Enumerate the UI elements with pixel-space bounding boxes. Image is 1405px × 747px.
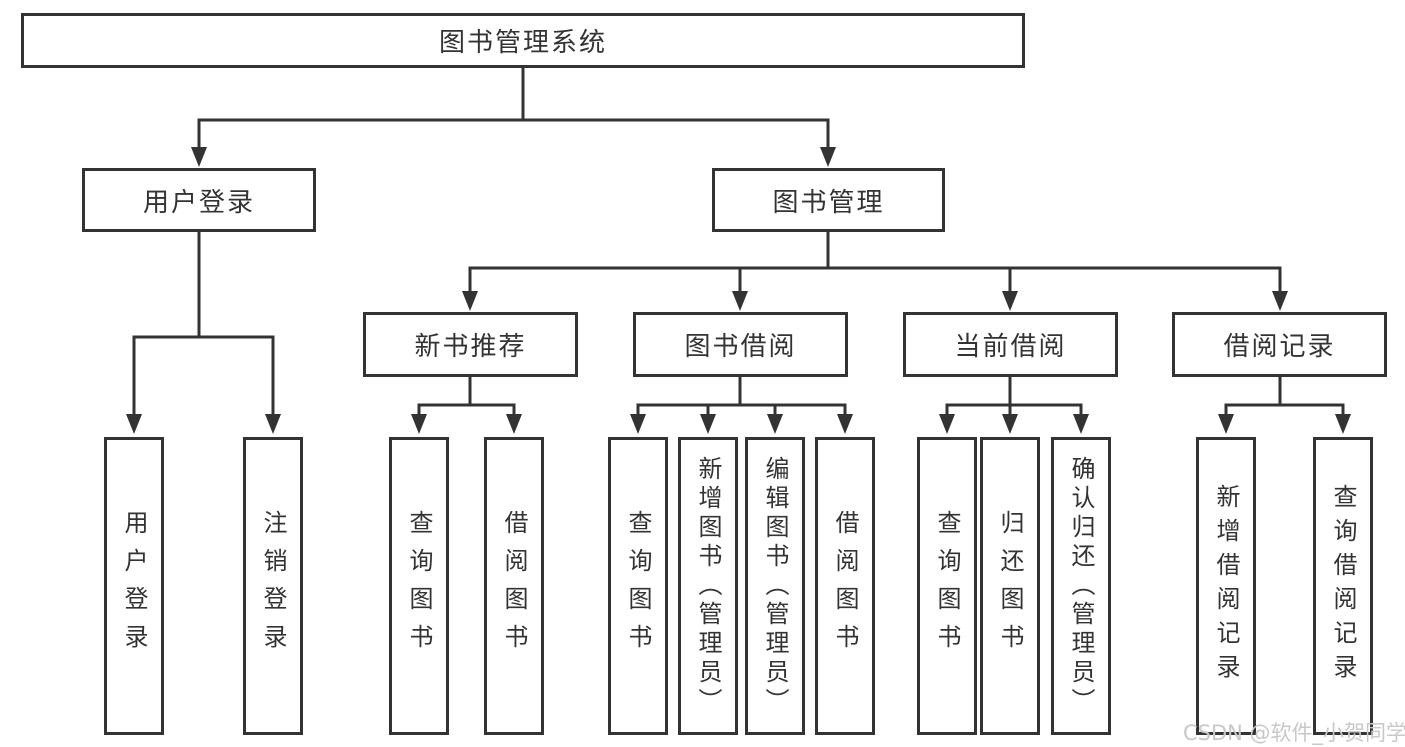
node-borrowing-records: 借阅记录 bbox=[1172, 312, 1387, 377]
leaf-add-book-admin: 新增图书（管理员） bbox=[678, 437, 738, 735]
leaf-logout: 注销登录 bbox=[243, 437, 303, 735]
leaf-borrow-books-borrow: 借阅图书 bbox=[815, 437, 875, 735]
node-user-login: 用户登录 bbox=[82, 168, 316, 232]
leaf-query-books-current: 查询图书 bbox=[917, 437, 977, 735]
node-book-management: 图书管理 bbox=[712, 168, 945, 232]
leaf-add-borrow-record: 新增借阅记录 bbox=[1196, 437, 1256, 735]
node-new-book-recommendation: 新书推荐 bbox=[363, 312, 578, 377]
leaf-confirm-return-admin: 确认归还（管理员） bbox=[1051, 437, 1111, 735]
leaf-edit-book-admin: 编辑图书（管理员） bbox=[745, 437, 805, 735]
leaf-borrow-books-recommend: 借阅图书 bbox=[484, 437, 544, 735]
leaf-query-books-recommend: 查询图书 bbox=[389, 437, 449, 735]
leaf-user-login: 用户登录 bbox=[104, 437, 164, 735]
node-library-system: 图书管理系统 bbox=[21, 13, 1025, 68]
leaf-query-books-borrow: 查询图书 bbox=[608, 437, 668, 735]
leaf-return-books: 归还图书 bbox=[980, 437, 1040, 735]
leaf-query-borrow-record: 查询借阅记录 bbox=[1313, 437, 1373, 735]
csdn-watermark: CSDN @软件_小贺同学 bbox=[1183, 721, 1405, 745]
node-current-borrowing: 当前借阅 bbox=[903, 312, 1118, 377]
node-book-borrowing: 图书借阅 bbox=[633, 312, 848, 377]
